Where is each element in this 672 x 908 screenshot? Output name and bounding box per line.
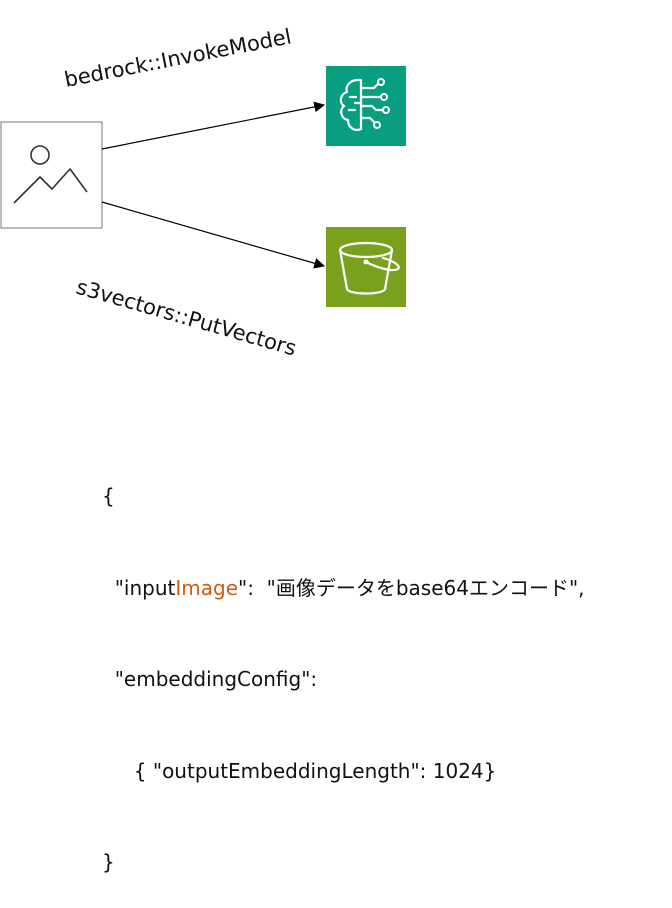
code-close-brace: }	[102, 850, 115, 874]
put-vectors-arrow	[101, 201, 326, 269]
code-output-length-line: { "outputEmbeddingLength": 1024}	[102, 758, 497, 783]
bedrock-brain-icon	[326, 66, 406, 146]
invoke-arrow	[101, 101, 326, 150]
code-input-key-highlight: Image	[175, 575, 238, 600]
architecture-diagram: bedrock::InvokeModel s3vectors::PutVecto…	[0, 24, 406, 361]
s3-bucket-icon	[326, 227, 406, 307]
invoke-model-label: bedrock::InvokeModel	[62, 24, 293, 92]
code-input-key-prefix: "input	[102, 575, 176, 600]
code-input-key-suffix: ": "画像データをbase64エンコード",	[238, 575, 585, 600]
image-icon	[0, 121, 103, 229]
put-vectors-label: s3vectors::PutVectors	[74, 275, 299, 361]
request-json: { "inputImage": "画像データをbase64エンコード", "em…	[102, 420, 585, 908]
code-input-image-line: "inputImage": "画像データをbase64エンコード",	[102, 573, 585, 604]
code-embedding-config-line: "embeddingConfig":	[102, 667, 318, 691]
code-open-brace: {	[102, 484, 115, 508]
